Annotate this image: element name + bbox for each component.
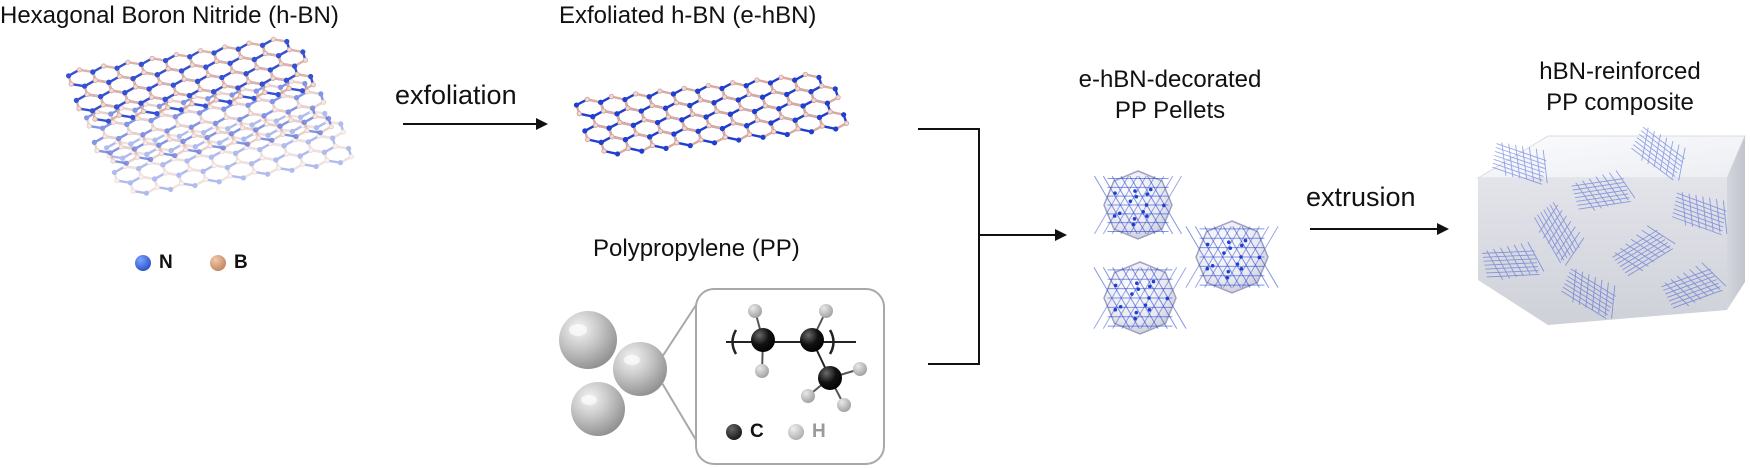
pp-spheres (559, 311, 667, 436)
merge-arrowhead (1055, 229, 1067, 241)
pp-monomer-inset (695, 288, 885, 465)
merge-connector (918, 128, 1058, 365)
legend-nitrogen: N (135, 252, 173, 274)
pellets-title: e-hBN-decorated PP Pellets (1050, 66, 1290, 125)
carbon-dot-icon (726, 424, 742, 440)
hydrogen-dot-icon (788, 424, 804, 440)
ehbn-sheet-illustration (573, 71, 850, 157)
legend-carbon-label: C (750, 421, 764, 442)
extrusion-arrow (1310, 223, 1449, 235)
pellets-title-line1: e-hBN-decorated (1078, 66, 1262, 93)
legend-boron-label: B (234, 252, 248, 273)
legend-nitrogen-label: N (159, 252, 173, 273)
nitrogen-dot-icon (135, 255, 151, 271)
pp-title: Polypropylene (PP) (593, 235, 800, 262)
composite-title-line1: hBN-reinforced (1539, 58, 1701, 85)
legend-hydrogen: H (788, 421, 826, 443)
exfoliation-label: exfoliation (395, 80, 517, 110)
exfoliation-arrow (403, 118, 548, 130)
hbn-title: Hexagonal Boron Nitride (h-BN) (0, 2, 339, 29)
pp-monomer-structure (726, 304, 867, 412)
legend-carbon: C (726, 421, 764, 443)
pp-zoom-lines (661, 304, 697, 441)
boron-dot-icon (210, 255, 226, 271)
ehbn-pellets (1093, 170, 1279, 335)
legend-hydrogen-label: H (812, 421, 826, 442)
pellets-title-line2: PP Pellets (1114, 97, 1226, 124)
composite-title-line2: PP composite (1546, 89, 1694, 116)
extrusion-label: extrusion (1306, 182, 1416, 212)
hbn-multilayer-illustration (65, 36, 354, 196)
composite-title: hBN-reinforced PP composite (1500, 58, 1740, 117)
legend-boron: B (210, 252, 248, 274)
composite-block (1476, 126, 1746, 325)
ehbn-title: Exfoliated h-BN (e-hBN) (559, 2, 817, 29)
